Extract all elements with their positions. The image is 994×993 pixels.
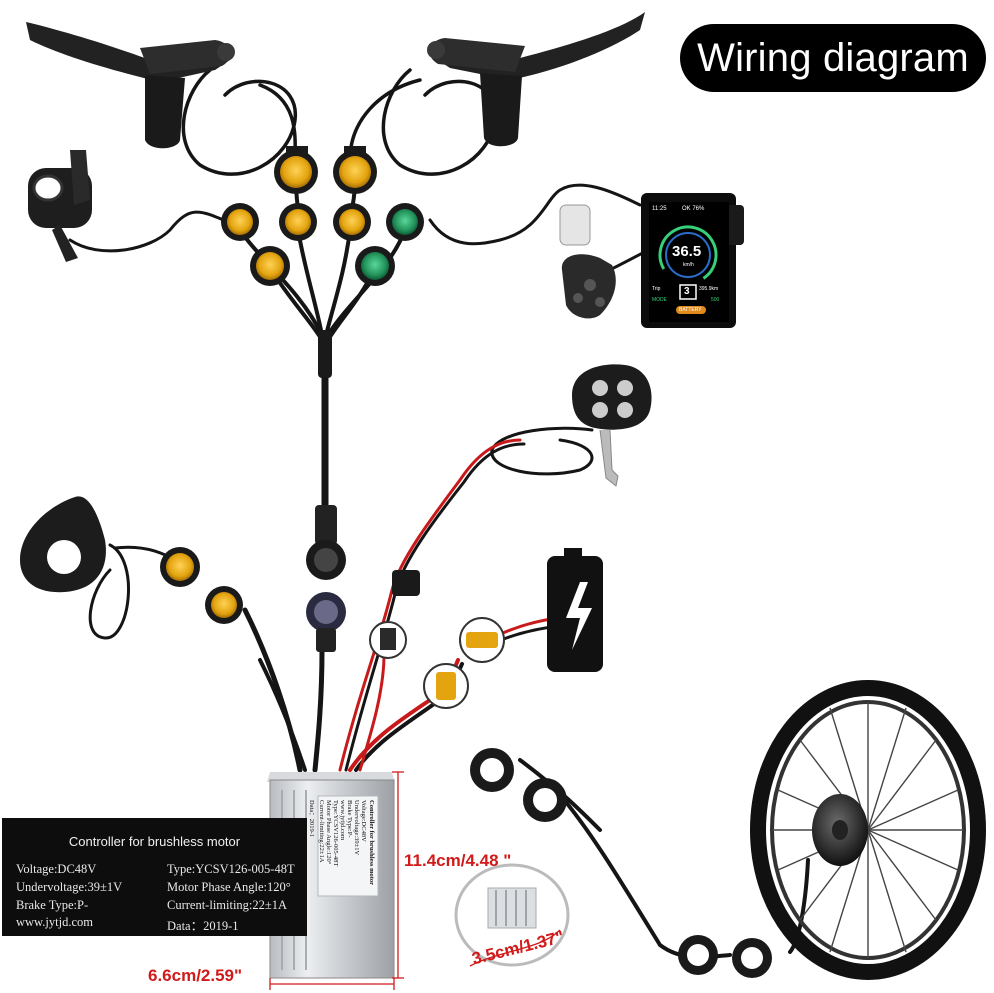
harness-connectors bbox=[221, 146, 424, 378]
controller-print-brake: Brake Type:P- bbox=[346, 800, 353, 838]
hub-motor-wheel bbox=[750, 680, 986, 980]
power-wires bbox=[338, 438, 562, 772]
harness-splitter bbox=[318, 330, 332, 378]
spec-phase-angle: Motor Phase Angle:120° bbox=[167, 880, 291, 894]
thumb-throttle bbox=[28, 150, 92, 262]
controller-print-phase: Motor Phase Angle:120° bbox=[325, 800, 332, 865]
lcd-display bbox=[641, 193, 744, 328]
connector-yellow-lower bbox=[250, 246, 290, 286]
display-status: OK 76% bbox=[682, 206, 705, 212]
controller-box bbox=[267, 772, 395, 979]
display-speed-unit: km/h bbox=[683, 262, 694, 268]
spec-title: Controller for brushless motor bbox=[68, 834, 241, 849]
remote-button-pad bbox=[559, 204, 616, 319]
xt60-connectors bbox=[423, 617, 505, 709]
connector-green-lower bbox=[355, 246, 395, 286]
headlight-plugs bbox=[369, 570, 420, 659]
controller-print-current: Current-limiting:22±1A bbox=[318, 800, 325, 863]
display-trip-label: Trip bbox=[652, 286, 661, 292]
spec-voltage: Voltage:DC48V bbox=[16, 862, 97, 876]
spec-brake-type: Brake Type:P- bbox=[16, 898, 89, 912]
controller-print-website: www.jytjd.com bbox=[339, 800, 346, 841]
headlight bbox=[572, 364, 652, 487]
controller-spec-label: Controller for brushless motor Voltage:D… bbox=[2, 818, 307, 936]
page-title: Wiring diagram bbox=[680, 24, 986, 92]
display-speed: 36.5 bbox=[672, 243, 702, 260]
display-time: 11:25 bbox=[652, 206, 667, 212]
dimension-width: 6.6cm/2.59" bbox=[148, 966, 243, 985]
main-harness-plug bbox=[306, 505, 346, 652]
display-mode-left: MODE bbox=[652, 297, 667, 303]
spec-undervoltage: Undervoltage:39±1V bbox=[16, 880, 123, 894]
controller-print-type: Type:YCSV126-005-48T bbox=[332, 800, 339, 867]
pedal-sensor-connectors bbox=[160, 547, 243, 624]
spec-type: Type:YCSV126-005-48T bbox=[167, 862, 295, 876]
right-brake-lever bbox=[427, 12, 645, 147]
left-brake-lever bbox=[26, 22, 235, 149]
controller-side-view bbox=[454, 863, 570, 967]
connector-yellow-mid-left bbox=[279, 203, 317, 241]
motor-connectors bbox=[470, 748, 772, 978]
spec-current-limiting: Current-limiting:22±1A bbox=[167, 898, 288, 912]
display-mode-right: 500 bbox=[711, 297, 720, 303]
controller-print-undervoltage: Undervoltage:39±1V bbox=[353, 800, 360, 856]
controller-print-title: Controller for brushless motor bbox=[368, 800, 375, 886]
controller-print-voltage: Voltage:DC48V bbox=[360, 800, 367, 842]
connector-green-display bbox=[386, 203, 424, 241]
controller-print-data: Data：2019-1 bbox=[308, 800, 315, 838]
connector-yellow-right-brake bbox=[333, 146, 377, 194]
spec-website: www.jytjd.com bbox=[16, 915, 93, 929]
display-assist-level: 3 bbox=[684, 286, 690, 297]
display-battery-label: BATTERY bbox=[679, 307, 702, 313]
connector-yellow-left-brake bbox=[274, 146, 318, 194]
dimension-height: 11.4cm/4.48 " bbox=[404, 851, 512, 870]
display-trip-value: 395.9km bbox=[699, 286, 719, 292]
pedal-assist-sensor bbox=[20, 496, 106, 593]
battery-icon bbox=[547, 548, 603, 672]
connector-yellow-throttle bbox=[221, 203, 259, 241]
spec-data: Data：2019-1 bbox=[167, 919, 239, 933]
dimension-lines bbox=[269, 771, 561, 990]
connector-yellow-mid-right bbox=[333, 203, 371, 241]
